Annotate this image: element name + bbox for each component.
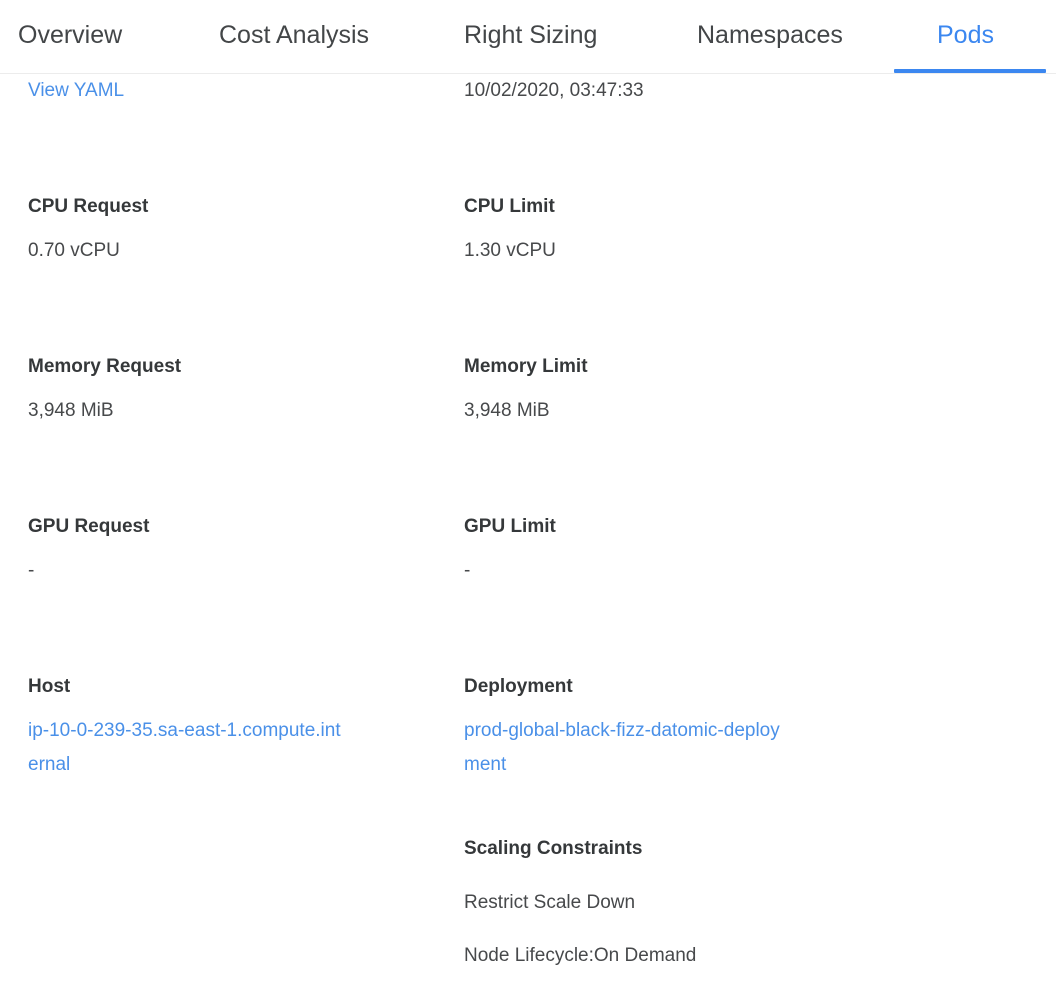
view-yaml-link[interactable]: View YAML [28, 80, 125, 101]
cpu-limit-label: CPU Limit [464, 196, 555, 217]
memory-request-label: Memory Request [28, 356, 182, 377]
gpu-request-value: - [28, 560, 35, 581]
row-spacer [464, 290, 894, 354]
field-cpu-limit: CPU Limit 1.30 vCPU [464, 194, 894, 268]
tab-overview[interactable]: Overview [18, 18, 122, 52]
cpu-request-value: 0.70 vCPU [28, 240, 120, 261]
pod-detail-content: View YAML CPU Request 0.70 vCPU Memory R… [0, 74, 1056, 966]
host-link[interactable]: ip-10-0-239-35.sa-east-1.compute.interna… [28, 720, 341, 775]
tab-right-sizing[interactable]: Right Sizing [464, 18, 597, 52]
detail-column-right: 10/02/2020, 03:47:33 CPU Limit 1.30 vCPU… [464, 74, 894, 995]
cpu-request-label: CPU Request [28, 196, 149, 217]
field-gpu-limit: GPU Limit - [464, 514, 894, 588]
field-scaling-constraints: Scaling Constraints Restrict Scale Down … [464, 836, 894, 973]
row-spacer [464, 804, 894, 836]
row-spacer [28, 610, 458, 674]
tab-bar: Overview Cost Analysis Right Sizing Name… [0, 0, 1056, 74]
detail-column-left: View YAML CPU Request 0.70 vCPU Memory R… [28, 74, 458, 804]
field-memory-limit: Memory Limit 3,948 MiB [464, 354, 894, 428]
field-cpu-request: CPU Request 0.70 vCPU [28, 194, 458, 268]
memory-request-value: 3,948 MiB [28, 400, 114, 421]
field-deployment: Deployment prod-global-black-fizz-datomi… [464, 674, 894, 782]
tab-namespaces[interactable]: Namespaces [697, 18, 843, 52]
field-timestamp: 10/02/2020, 03:47:33 [464, 74, 894, 108]
tab-pods[interactable]: Pods [937, 18, 994, 52]
active-tab-indicator [894, 69, 1046, 73]
field-memory-request: Memory Request 3,948 MiB [28, 354, 458, 428]
field-view-yaml: View YAML [28, 74, 458, 108]
row-spacer [28, 450, 458, 514]
timestamp-value: 10/02/2020, 03:47:33 [464, 80, 644, 101]
tab-cost-analysis[interactable]: Cost Analysis [219, 18, 369, 52]
cpu-limit-value: 1.30 vCPU [464, 240, 556, 261]
field-host: Host ip-10-0-239-35.sa-east-1.compute.in… [28, 674, 458, 782]
row-spacer [464, 450, 894, 514]
row-spacer [28, 130, 458, 194]
row-spacer [464, 610, 894, 674]
deployment-label: Deployment [464, 676, 573, 697]
memory-limit-label: Memory Limit [464, 356, 588, 377]
scaling-constraints-heading: Scaling Constraints [464, 838, 643, 859]
memory-limit-value: 3,948 MiB [464, 400, 550, 421]
gpu-request-label: GPU Request [28, 516, 150, 537]
host-label: Host [28, 676, 71, 697]
row-spacer [28, 290, 458, 354]
row-spacer [464, 130, 894, 194]
constraint-restrict-scale-down: Restrict Scale Down [464, 892, 636, 913]
field-gpu-request: GPU Request - [28, 514, 458, 588]
gpu-limit-value: - [464, 560, 471, 581]
gpu-limit-label: GPU Limit [464, 516, 556, 537]
constraint-node-lifecycle: Node Lifecycle:On Demand [464, 945, 697, 966]
deployment-link[interactable]: prod-global-black-fizz-datomic-deploymen… [464, 720, 780, 775]
